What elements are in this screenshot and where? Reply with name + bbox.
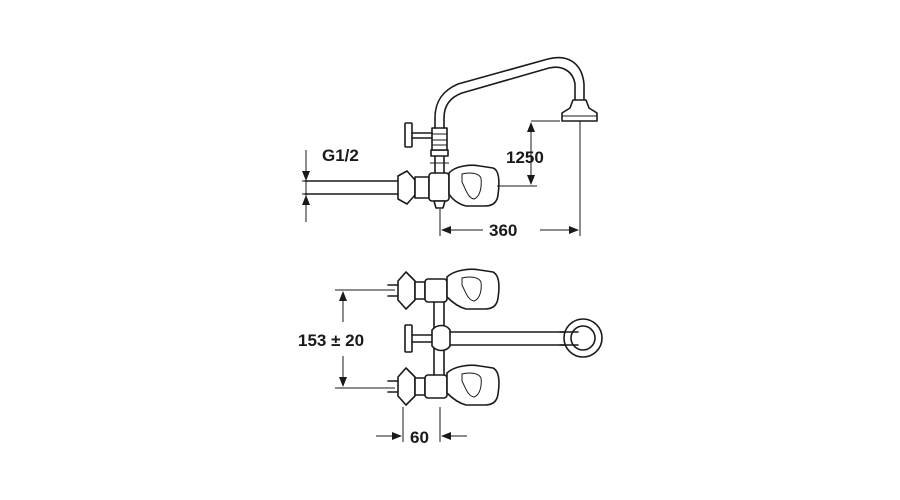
center-distance-label: 153 ± 20	[298, 331, 364, 350]
thread-label: G1/2	[322, 146, 359, 165]
wall-flange	[397, 170, 416, 205]
thread-dimension: G1/2	[302, 146, 359, 222]
lower-valve	[387, 364, 500, 406]
height-dimension: 1250	[497, 120, 560, 187]
shutoff-lever	[404, 122, 433, 148]
offset-dimension: 60	[376, 407, 467, 447]
reach-label: 360	[489, 221, 517, 240]
valve-body	[428, 172, 450, 202]
riser	[430, 127, 449, 174]
side-view: G1/2 1250 360	[302, 56, 598, 240]
reach-dimension: 360	[439, 121, 581, 240]
plan-spout	[449, 318, 603, 358]
plan-view: 153 ± 20 60	[298, 268, 603, 447]
swing-spout	[434, 56, 585, 129]
mixer-body	[404, 301, 451, 376]
wall-pipe	[304, 180, 399, 195]
connector-nut	[414, 176, 430, 199]
height-label: 1250	[506, 148, 544, 167]
upper-valve	[387, 268, 500, 310]
center-distance-dimension: 153 ± 20	[298, 289, 395, 389]
valve-handle	[448, 164, 500, 207]
offset-label: 60	[410, 428, 429, 447]
spray-head	[561, 99, 598, 122]
